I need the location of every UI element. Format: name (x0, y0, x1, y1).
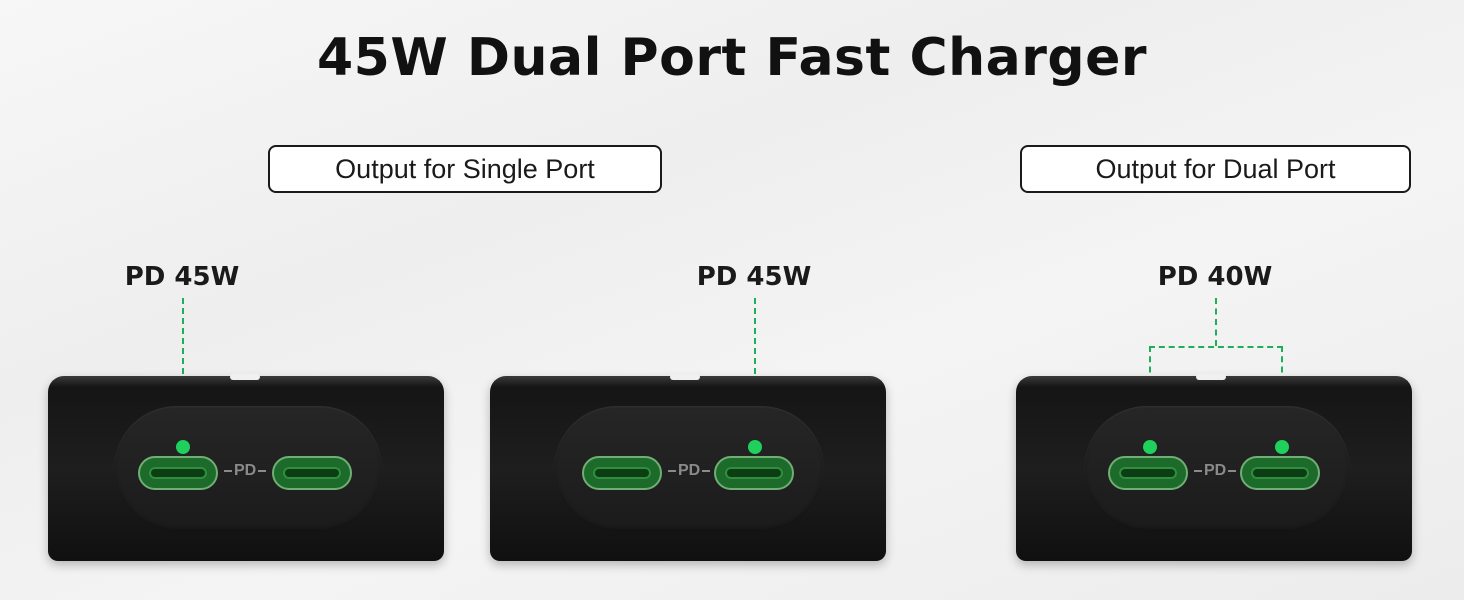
charger-2-pd-marking: PD (666, 462, 712, 480)
charger-1-connector-line (182, 298, 184, 444)
charger-1-top-notch (230, 374, 260, 380)
charger-2-output-label: PD 45W (696, 262, 812, 292)
charger-1-port-right (272, 456, 352, 490)
charger-2-top-notch (670, 374, 700, 380)
charger-2-connector-line (754, 298, 756, 444)
charger-3-output-label: PD 40W (1157, 262, 1273, 292)
charger-2-active-dot (748, 440, 762, 454)
charger-2-port-right (714, 456, 794, 490)
page-title: 45W Dual Port Fast Charger (317, 28, 1147, 88)
single-port-section-label: Output for Single Port (268, 145, 662, 193)
charger-1-port-left (138, 456, 218, 490)
charger-1-output-label: PD 45W (124, 262, 240, 292)
charger-2: PD (490, 374, 886, 561)
charger-3-port-left (1108, 456, 1188, 490)
charger-3-connector-bridge (1149, 346, 1283, 348)
charger-3-top-notch (1196, 374, 1226, 380)
charger-1-active-dot (176, 440, 190, 454)
charger-2-port-left (582, 456, 662, 490)
charger-3-active-dot-right (1275, 440, 1289, 454)
charger-1: PD (48, 374, 444, 561)
single-port-section-text: Output for Single Port (335, 153, 595, 184)
dual-port-section-label: Output for Dual Port (1020, 145, 1411, 193)
charger-3-connector-stem (1215, 298, 1217, 346)
charger-1-pd-marking: PD (222, 462, 268, 480)
charger-3-port-right (1240, 456, 1320, 490)
charger-3-active-dot-left (1143, 440, 1157, 454)
charger-3-pd-marking: PD (1192, 462, 1238, 480)
dual-port-section-text: Output for Dual Port (1095, 153, 1336, 184)
charger-3: PD (1016, 374, 1412, 561)
